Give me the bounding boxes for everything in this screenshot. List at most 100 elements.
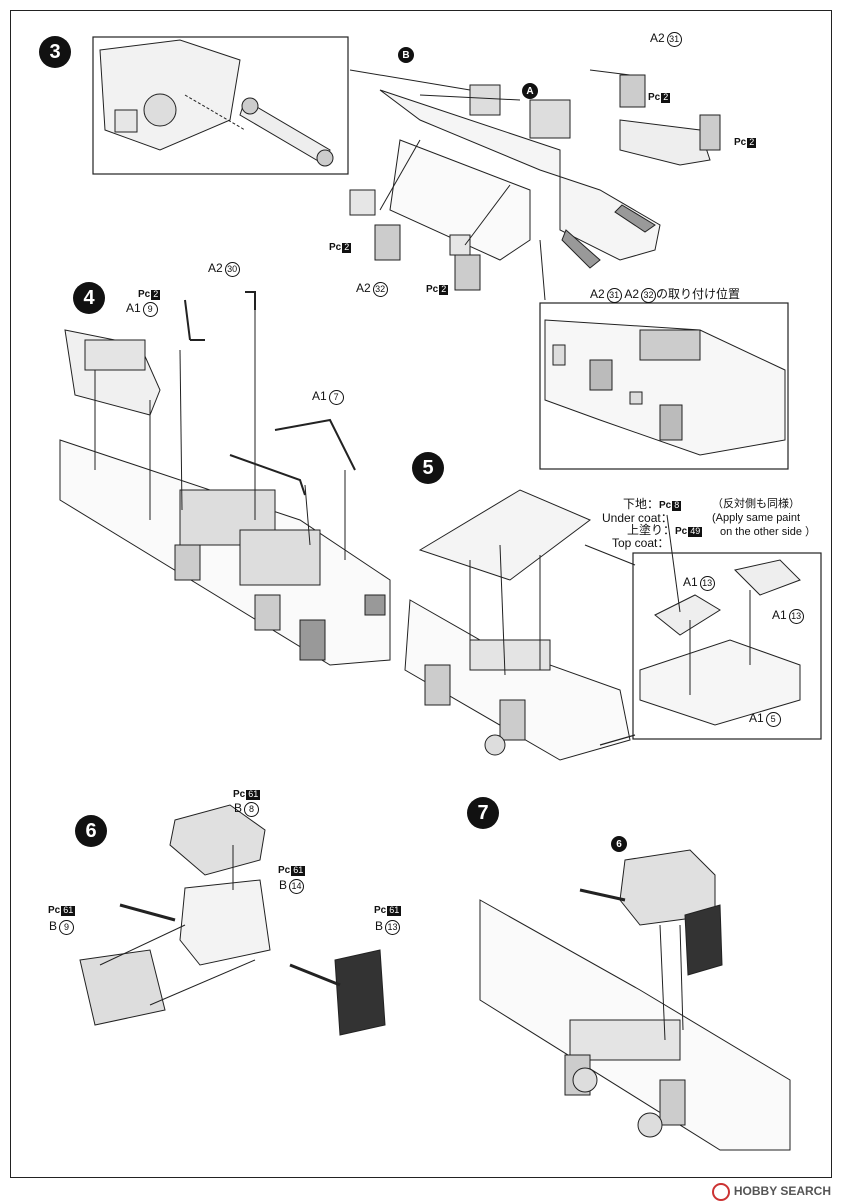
paint-code: Pc bbox=[659, 500, 672, 511]
step-number-5: 5 bbox=[412, 452, 444, 484]
paint-code: Pc bbox=[138, 289, 151, 300]
part-label-text: A2 bbox=[650, 31, 665, 45]
undercoat-jp: 下地： bbox=[623, 497, 660, 511]
part-label-text: A1 bbox=[772, 608, 787, 622]
part-number-circle: 31 bbox=[606, 288, 622, 303]
part-label-text: A1 bbox=[749, 711, 764, 725]
paint-code: Pc bbox=[374, 905, 387, 916]
step-number-3: 3 bbox=[39, 36, 71, 68]
paint-number: 2 bbox=[747, 137, 757, 148]
step4-chassis bbox=[59, 291, 391, 666]
step3-chassis bbox=[349, 69, 721, 301]
connector-badge-b: B bbox=[398, 47, 414, 63]
step3-inset-driveshaft bbox=[99, 39, 334, 167]
paint-number: 2 bbox=[151, 289, 161, 300]
connector-badge-a: A bbox=[522, 83, 538, 99]
caption-part-b: A2 bbox=[624, 287, 640, 301]
paint-code: Pc bbox=[648, 92, 661, 103]
part-number-circle: 13 bbox=[699, 576, 715, 591]
part-number-circle: 32 bbox=[372, 282, 388, 297]
step-number-7: 7 bbox=[467, 797, 499, 829]
part-label-text: B bbox=[234, 801, 243, 815]
part-number-circle: 5 bbox=[765, 712, 781, 727]
step-number-6: 6 bbox=[75, 815, 107, 847]
step5-chassis bbox=[404, 489, 631, 761]
step5-inset-parts bbox=[639, 514, 801, 726]
same-paint-note-en2: on the other side ） bbox=[720, 526, 817, 538]
watermark-text: HOBBY SEARCH bbox=[733, 1184, 831, 1199]
hobbysearch-logo-icon bbox=[711, 1183, 730, 1201]
part-label-text: B bbox=[279, 878, 288, 892]
part-number-circle: 31 bbox=[666, 32, 682, 47]
part-number-circle: 14 bbox=[289, 879, 305, 894]
paint-number: 49 bbox=[688, 526, 703, 537]
part-label-text: A2 bbox=[208, 261, 223, 275]
part-label-text: A1 bbox=[683, 575, 698, 589]
step3-mount-position-inset bbox=[539, 302, 789, 470]
part-label-text: A1 bbox=[312, 389, 327, 403]
same-paint-note-en1: (Apply same paint bbox=[712, 512, 801, 524]
step7-reference-badge: 6 bbox=[611, 836, 627, 852]
step6-parts bbox=[79, 804, 386, 1036]
paint-number: 61 bbox=[61, 905, 76, 916]
same-paint-note-jp: （反対側も同様） bbox=[712, 498, 800, 510]
paint-code: Pc bbox=[233, 789, 246, 800]
paint-code: Pc bbox=[675, 526, 688, 537]
part-number-circle: 13 bbox=[385, 920, 401, 935]
topcoat-en: Top coat： bbox=[612, 536, 670, 550]
part-number-circle: 7 bbox=[328, 390, 344, 405]
part-label-text: B bbox=[49, 919, 58, 933]
part-number-circle: 30 bbox=[224, 262, 240, 277]
paint-number: 2 bbox=[439, 284, 449, 295]
watermark: HOBBY SEARCH bbox=[711, 1183, 831, 1201]
paint-code: Pc bbox=[48, 905, 61, 916]
paint-code: Pc bbox=[329, 242, 342, 253]
instruction-sheet bbox=[10, 10, 832, 1178]
step3-inset-frame bbox=[544, 319, 786, 456]
topcoat-jp: 上塗り： bbox=[627, 523, 676, 537]
paint-code: Pc bbox=[734, 137, 747, 148]
part-number-circle: 8 bbox=[244, 802, 260, 817]
part-label-text: B bbox=[375, 919, 384, 933]
step7-chassis bbox=[479, 849, 791, 1151]
part-number-circle: 9 bbox=[142, 302, 158, 317]
paint-number: 61 bbox=[291, 865, 306, 876]
undercoat-en: Under coat： bbox=[602, 511, 673, 525]
paint-number: 61 bbox=[246, 789, 261, 800]
part-number-circle: 9 bbox=[59, 920, 75, 935]
paint-number: 2 bbox=[661, 92, 671, 103]
step3-detail-inset bbox=[92, 36, 349, 175]
caption-part-a: A2 bbox=[590, 287, 605, 301]
paint-code: Pc bbox=[278, 865, 291, 876]
part-number-circle: 13 bbox=[788, 609, 804, 624]
step5-detail-inset bbox=[632, 552, 822, 740]
part-label-text: A2 bbox=[356, 281, 371, 295]
paint-number: 2 bbox=[342, 242, 352, 253]
paint-number: 61 bbox=[387, 905, 402, 916]
part-label-text: A1 bbox=[126, 301, 141, 315]
step-number-4: 4 bbox=[73, 282, 105, 314]
